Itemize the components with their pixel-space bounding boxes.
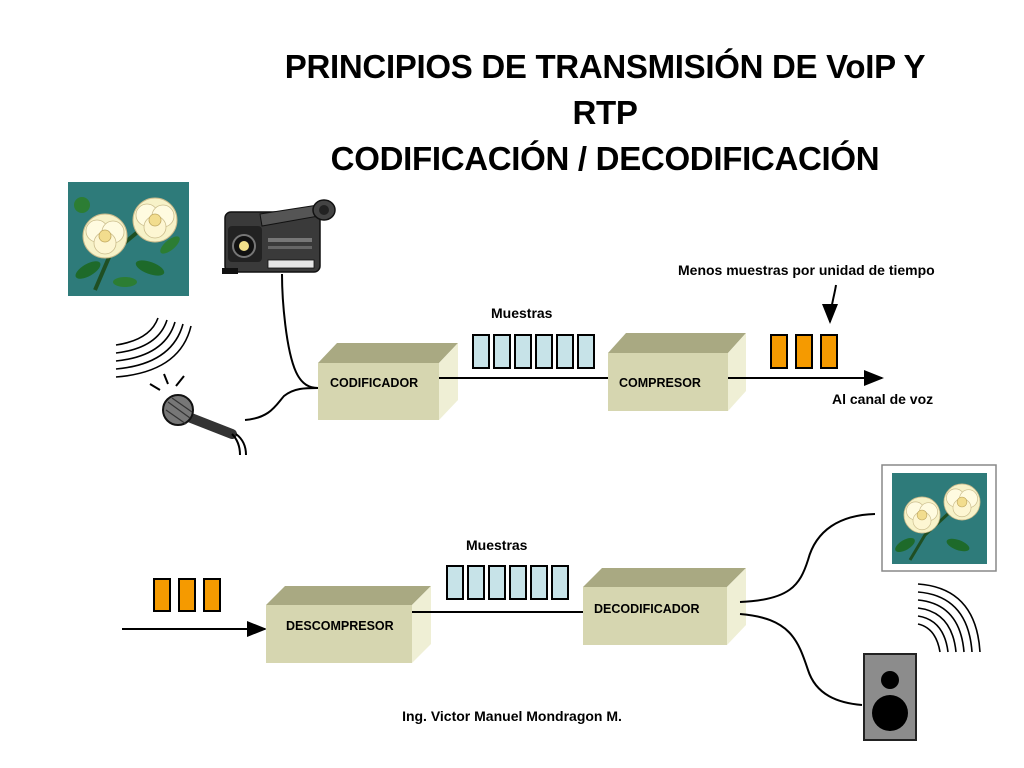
descompresor-box bbox=[266, 586, 431, 663]
bottom-samples-label: Muestras bbox=[466, 537, 528, 553]
slide-title: PRINCIPIOS DE TRANSMISIÓN DE VoIP Y RTP … bbox=[200, 44, 1010, 182]
sample-block bbox=[472, 334, 490, 369]
fewer-samples-label: Menos muestras por unidad de tiempo bbox=[678, 262, 935, 278]
video-camera-icon bbox=[222, 199, 336, 274]
output-label: Al canal de voz bbox=[832, 391, 934, 407]
speaker-icon bbox=[863, 653, 917, 741]
sound-waves-icon bbox=[115, 317, 192, 378]
decodificador-label: DECODIFICADOR bbox=[594, 602, 700, 616]
decodificador-box bbox=[583, 568, 746, 645]
descompresor-label: DESCOMPRESOR bbox=[286, 619, 394, 633]
sample-block bbox=[488, 565, 506, 600]
top-compressed-group bbox=[770, 334, 838, 369]
sample-block bbox=[551, 565, 569, 600]
compressed-sample-block bbox=[178, 578, 196, 612]
roses-image-icon bbox=[68, 182, 189, 296]
sample-block bbox=[493, 334, 511, 369]
sample-block bbox=[514, 334, 532, 369]
title-line-3: CODIFICACIÓN / DECODIFICACIÓN bbox=[330, 140, 880, 177]
top-samples-group bbox=[472, 334, 595, 369]
title-line-2: RTP bbox=[572, 94, 638, 131]
author-footer: Ing. Victor Manuel Mondragon M. bbox=[402, 708, 622, 724]
compresor-box bbox=[608, 333, 746, 411]
sample-block bbox=[467, 565, 485, 600]
sample-block bbox=[509, 565, 527, 600]
microphone-icon bbox=[149, 373, 247, 456]
bottom-samples-group bbox=[446, 565, 569, 600]
sample-block bbox=[556, 334, 574, 369]
sample-block bbox=[577, 334, 595, 369]
compressed-sample-block bbox=[795, 334, 813, 369]
compressed-sample-block bbox=[203, 578, 221, 612]
compressed-sample-block bbox=[153, 578, 171, 612]
fewer-samples-pointer bbox=[822, 284, 839, 324]
compressed-sample-block bbox=[770, 334, 788, 369]
top-samples-label: Muestras bbox=[491, 305, 553, 321]
sample-block bbox=[446, 565, 464, 600]
sample-block bbox=[530, 565, 548, 600]
codificador-label: CODIFICADOR bbox=[330, 376, 419, 390]
codificador-box bbox=[318, 343, 458, 420]
speaker-waves-icon bbox=[917, 583, 981, 653]
sample-block bbox=[535, 334, 553, 369]
framed-picture-icon bbox=[881, 464, 997, 572]
compresor-label: COMPRESOR bbox=[619, 376, 701, 390]
title-line-1: PRINCIPIOS DE TRANSMISIÓN DE VoIP Y bbox=[284, 48, 926, 85]
compressed-sample-block bbox=[820, 334, 838, 369]
bottom-compressed-group bbox=[153, 578, 221, 612]
